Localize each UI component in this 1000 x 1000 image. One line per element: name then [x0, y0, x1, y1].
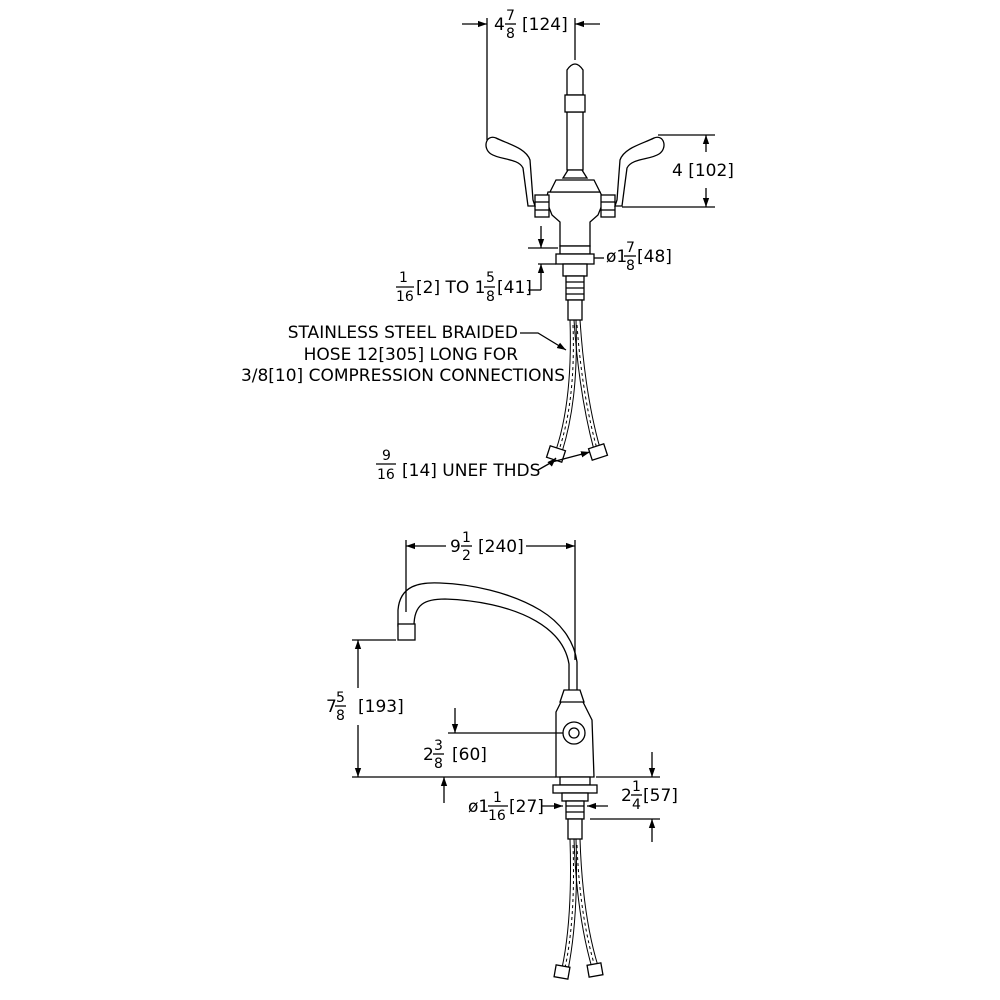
dim-width-numerator: 7: [506, 8, 515, 24]
front-shank: [555, 245, 595, 321]
dim-width-whole: 4: [494, 15, 505, 35]
dim-reach-whole: 9: [450, 537, 461, 557]
thread-denominator: 16: [377, 467, 395, 483]
dim-width-metric: [124]: [522, 15, 568, 35]
front-right-handle: [614, 136, 665, 207]
dim-hole-numerator: 1: [493, 790, 502, 806]
side-spout: [397, 582, 578, 701]
front-width-dimension: 4 7 8 [124]: [462, 8, 600, 140]
dim-shank-prefix: ø1: [606, 247, 627, 267]
dim-hole-prefix: ø1: [468, 797, 489, 817]
dim-spout-height-metric: [193]: [358, 697, 404, 717]
dim-deck-mid: [2] TO 1: [416, 278, 485, 298]
side-view: 9 1 2 [240] 7 5 8 [193] 2 3 8 [6: [326, 530, 678, 980]
front-left-handle: [485, 136, 536, 207]
dim-handle-center-numerator: 3: [434, 738, 443, 754]
dim-deck-metric: [41]: [497, 278, 532, 298]
dim-reach-denominator: 2: [462, 548, 471, 564]
dim-shank-denominator: 8: [626, 258, 635, 274]
dim-width-denominator: 8: [506, 26, 515, 42]
thread-numerator: 9: [382, 448, 391, 464]
side-hole-diameter-dimension: ø1 1 16 [27]: [468, 790, 608, 824]
thread-note-text: [14] UNEF THDS: [402, 461, 540, 481]
hose-note-line1: STAINLESS STEEL BRAIDED: [288, 323, 518, 343]
front-valve-body: [534, 179, 616, 247]
front-shank-diameter-dimension: ø1 7 8 [48]: [594, 240, 672, 274]
side-handle-center-dimension: 2 3 8 [60]: [423, 708, 563, 803]
side-braided-hoses: [553, 838, 604, 980]
dim-deck-den2: 8: [486, 289, 495, 305]
dim-reach-numerator: 1: [462, 530, 471, 546]
side-shank: [552, 776, 598, 840]
dim-shank-length-denominator: 4: [632, 797, 641, 813]
front-deck-range-dimension: 1 16 [2] TO 1 5 8 [41]: [396, 226, 558, 305]
dim-deck-num2: 5: [486, 270, 495, 286]
dim-reach-metric: [240]: [478, 537, 524, 557]
front-braided-hoses: [545, 319, 609, 463]
dim-spout-height-whole: 7: [326, 697, 337, 717]
dim-handle-center-denominator: 8: [434, 756, 443, 772]
dim-spout-height-numerator: 5: [336, 690, 345, 706]
dim-hole-denominator: 16: [488, 808, 506, 824]
dim-hole-metric: [27]: [509, 797, 544, 817]
front-handle-height-dimension: 4 [102]: [622, 134, 734, 208]
dim-shank-metric: [48]: [637, 247, 672, 267]
dim-shank-length-whole: 2: [621, 786, 632, 806]
side-valve-body: [555, 689, 595, 778]
dim-deck-den1: 16: [396, 289, 414, 305]
dim-shank-length-numerator: 1: [632, 779, 641, 795]
dim-handle-center-metric: [60]: [452, 745, 487, 765]
dim-shank-length-metric: [57]: [643, 786, 678, 806]
side-spout-height-dimension: 7 5 8 [193]: [326, 639, 556, 778]
hose-callout: STAINLESS STEEL BRAIDED HOSE 12[305] LON…: [241, 323, 567, 386]
dim-shank-numerator: 7: [626, 240, 635, 256]
front-view: 4 7 8 [124] 4 [102] 1 16 [2] TO 1 5: [241, 8, 734, 483]
front-spout: [561, 63, 589, 179]
thread-callout: 9 16 [14] UNEF THDS: [376, 448, 591, 483]
hose-note-line2: HOSE 12[305] LONG FOR: [304, 345, 519, 365]
dim-handle-height-text: 4 [102]: [672, 161, 734, 181]
hose-note-line3: 3/8[10] COMPRESSION CONNECTIONS: [241, 366, 565, 386]
side-shank-length-dimension: 2 1 4 [57]: [590, 752, 678, 842]
dim-deck-num1: 1: [399, 270, 408, 286]
side-reach-dimension: 9 1 2 [240]: [405, 530, 576, 660]
dim-handle-center-whole: 2: [423, 745, 434, 765]
dim-spout-height-denominator: 8: [336, 708, 345, 724]
